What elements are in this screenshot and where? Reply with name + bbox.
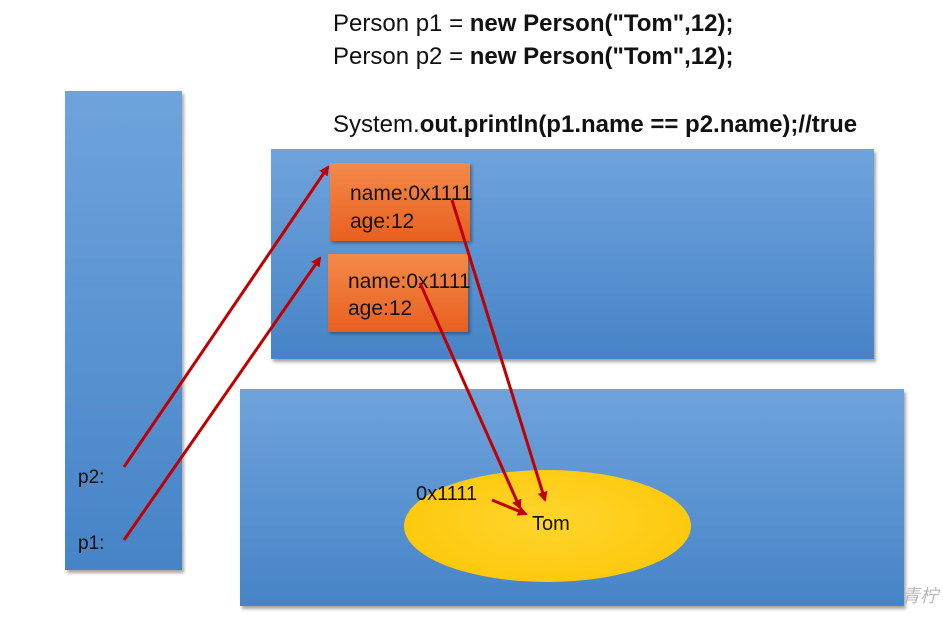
arrow-object-2-to-tom <box>418 282 522 510</box>
string-object-ellipse <box>404 470 691 582</box>
code-line-3-bold: out.println(p1.name == p2.name);//true <box>419 111 858 138</box>
object-1-name-field: name:0x1111 <box>350 182 473 205</box>
code-line-3: System.out.println(p1.name == p2.name);/… <box>333 111 857 139</box>
code-line-1: Person p1 = new Person("Tom",12); <box>333 10 733 38</box>
code-line-2-bold: new Person("Tom",12); <box>469 43 734 70</box>
code-line-2-plain: Person p2 = <box>333 43 470 70</box>
string-address-label: 0x1111 <box>416 483 478 505</box>
string-value-label: Tom <box>532 513 570 535</box>
heap-object-2: name:0x1111 age:12 <box>328 254 471 332</box>
heap-object-1: name:0x1111 age:12 <box>330 163 473 241</box>
object-1-age-field: age:12 <box>350 210 415 233</box>
code-line-2: Person p2 = new Person("Tom",12); <box>333 43 733 71</box>
arrow-address-to-tom <box>491 498 528 516</box>
code-line-1-bold: new Person("Tom",12); <box>469 10 734 37</box>
arrow-p2-to-object-1 <box>122 165 330 468</box>
stack-var-p2: p2: <box>78 467 105 488</box>
arrow-object-1-to-tom <box>450 199 548 502</box>
code-line-3-plain: System. <box>333 111 420 138</box>
watermark: 青柠 <box>902 586 938 607</box>
arrow-p1-to-object-2 <box>122 256 322 541</box>
stack-area <box>65 91 182 570</box>
object-2-age-field: age:12 <box>348 297 413 320</box>
object-2-name-field: name:0x1111 <box>348 270 471 293</box>
stack-var-p1: p1: <box>78 533 105 554</box>
code-line-1-plain: Person p1 = <box>333 10 470 37</box>
